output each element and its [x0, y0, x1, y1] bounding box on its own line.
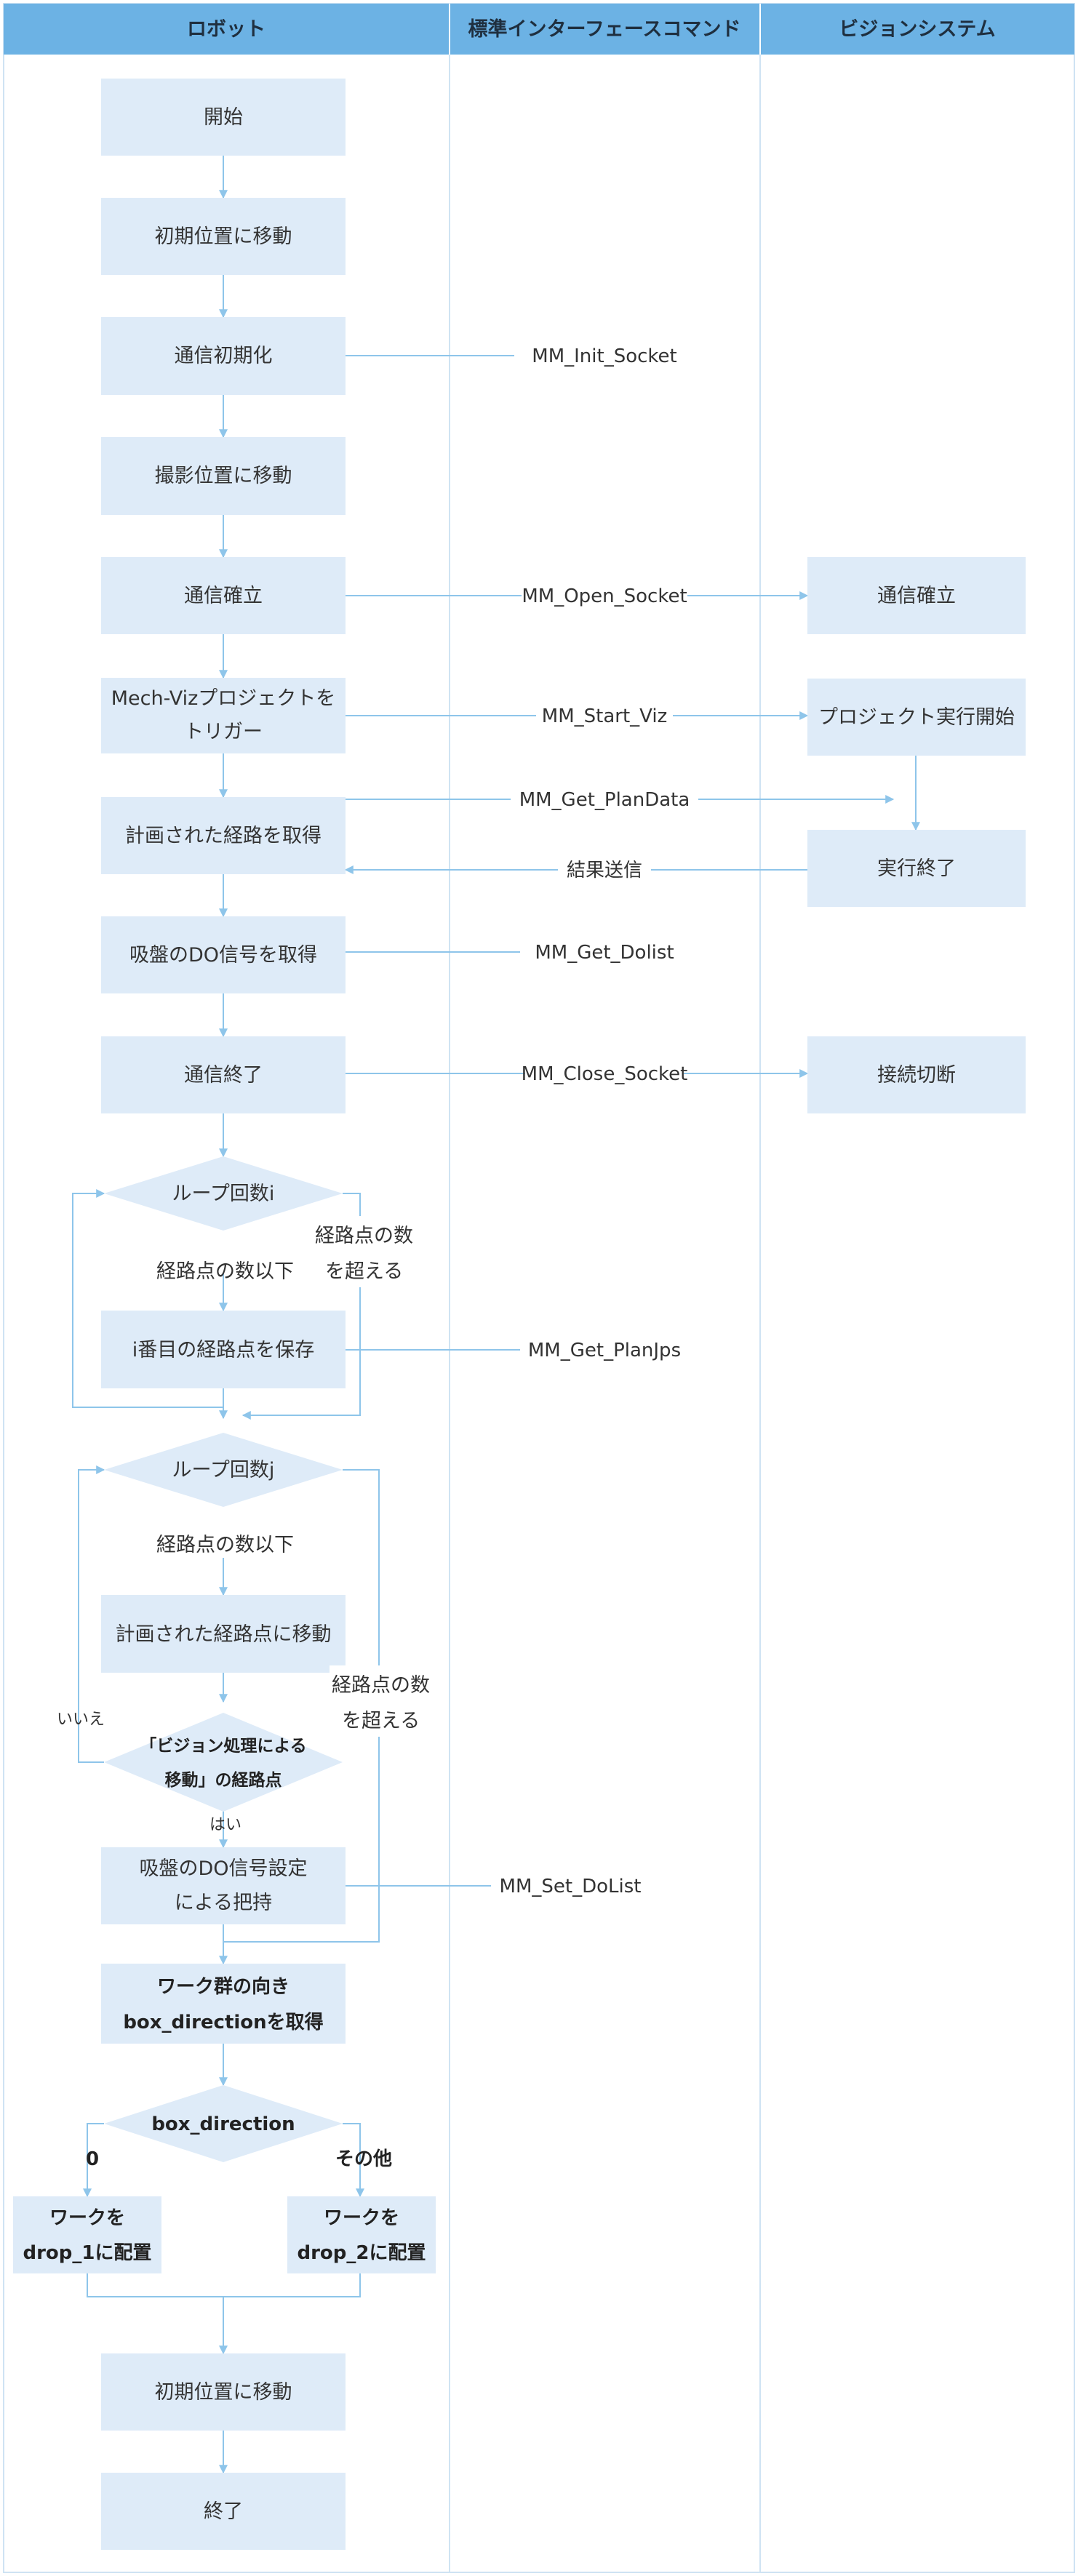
- text-get-do: 吸盤のDO信号を取得: [129, 944, 317, 967]
- lane-title-vision: ビジョンシステム: [839, 18, 995, 41]
- node-grip: [101, 1847, 346, 1924]
- text-vision-disconnect: 接続切断: [877, 1064, 956, 1087]
- text-move-point: 計画された経路点に移動: [116, 1623, 332, 1646]
- node-start: [101, 79, 346, 156]
- cmd-get-plandata: MM_Get_PlanData: [519, 789, 690, 811]
- text-loop-i: ループ回数i: [172, 1183, 275, 1205]
- text-vision-establish: 通信確立: [877, 585, 956, 607]
- text-get-path: 計画された経路を取得: [125, 825, 322, 847]
- robot-nodes: [13, 79, 436, 2550]
- node-vision-establish: [807, 557, 1026, 634]
- label-yes: はい: [209, 1816, 241, 1834]
- text-save-point: i番目の経路点を保存: [132, 1339, 315, 1361]
- node-move-point: [101, 1595, 346, 1673]
- node-loop-i: [104, 1156, 343, 1231]
- text-drop2-line1: ワークを: [324, 2207, 399, 2229]
- label-other: その他: [335, 2148, 392, 2170]
- label-no: いいえ: [57, 1711, 105, 1729]
- text-get-dir-line2: box_directionを取得: [123, 2012, 323, 2033]
- text-drop2-line2: drop_2に配置: [298, 2242, 426, 2264]
- text-move-initial: 初期位置に移動: [155, 225, 292, 248]
- text-start: 開始: [204, 106, 243, 129]
- text-trigger-viz-line2: トリガー: [184, 721, 263, 743]
- node-save-point: [101, 1311, 346, 1388]
- text-box-direction: box_direction: [151, 2113, 295, 2135]
- label-loop-i-le: 経路点の数以下: [156, 1260, 294, 1283]
- text-get-dir-line1: ワーク群の向き: [157, 1975, 290, 1998]
- header-bar: [4, 4, 1074, 55]
- node-move-initial: [101, 198, 346, 275]
- text-drop1-line2: drop_1に配置: [23, 2242, 152, 2264]
- node-trigger-viz: [101, 678, 346, 753]
- text-vision-done: 実行終了: [877, 857, 956, 880]
- text-drop1-line1: ワークを: [49, 2207, 125, 2229]
- node-get-do: [101, 916, 346, 993]
- text-loop-j: ループ回数j: [172, 1459, 275, 1481]
- node-get-path: [101, 797, 346, 874]
- label-loop-j-gt-line2: を超える: [342, 1710, 420, 1732]
- node-init-comm: [101, 317, 346, 395]
- text-end-comm: 通信終了: [184, 1064, 263, 1087]
- cmd-result-send: 結果送信: [567, 860, 642, 881]
- text-trigger-viz-line1: Mech-Vizプロジェクトを: [111, 687, 336, 710]
- text-vision-move-line1: 「ビジョン処理による: [140, 1736, 306, 1756]
- text-move-capture: 撮影位置に移動: [155, 465, 292, 487]
- label-loop-j-le: 経路点の数以下: [156, 1534, 294, 1556]
- text-vision-start: プロジェクト実行開始: [818, 706, 1015, 729]
- label-zero: 0: [86, 2148, 99, 2170]
- cmd-close-socket: MM_Close_Socket: [522, 1063, 688, 1085]
- node-vision-move: [104, 1713, 343, 1812]
- lane-title-interface: 標準インターフェースコマンド: [468, 17, 740, 41]
- node-vision-done: [807, 830, 1026, 907]
- text-vision-move-line2: 移動」の経路点: [165, 1770, 282, 1790]
- vision-nodes: [807, 557, 1026, 1113]
- node-get-dir: [101, 1964, 346, 2044]
- node-end: [101, 2473, 346, 2550]
- node-box-direction: [104, 2085, 343, 2162]
- text-init-comm: 通信初期化: [175, 345, 273, 367]
- cmd-get-dolist: MM_Get_Dolist: [535, 942, 674, 964]
- node-move-capture: [101, 437, 346, 515]
- text-end: 終了: [204, 2500, 243, 2523]
- cmd-get-planjps: MM_Get_PlanJps: [528, 1340, 681, 1361]
- lane-title-robot: ロボット: [187, 18, 265, 41]
- text-establish-comm: 通信確立: [184, 585, 263, 607]
- command-labels: MM_Init_Socket MM_Open_Socket MM_Start_V…: [492, 343, 698, 1898]
- label-loop-i-gt-line2: を超える: [325, 1260, 403, 1283]
- cmd-set-dolist: MM_Set_DoList: [500, 1876, 642, 1897]
- node-establish-comm: [101, 557, 346, 634]
- text-move-initial-2: 初期位置に移動: [155, 2381, 292, 2404]
- node-drop2: [287, 2196, 436, 2273]
- node-end-comm: [101, 1036, 346, 1113]
- cmd-start-viz: MM_Start_Viz: [542, 705, 667, 727]
- label-loop-j-gt-line1: 経路点の数: [332, 1674, 430, 1697]
- node-vision-disconnect: [807, 1036, 1026, 1113]
- text-grip-line1: 吸盤のDO信号設定: [139, 1857, 307, 1880]
- node-move-initial-2: [101, 2353, 346, 2431]
- cmd-open-socket: MM_Open_Socket: [522, 585, 687, 607]
- label-loop-i-gt-line1: 経路点の数: [315, 1225, 413, 1247]
- node-loop-j: [104, 1433, 343, 1507]
- text-grip-line2: による把持: [175, 1892, 272, 1914]
- branch-labels: 経路点の数以下 経路点の数 を超える 経路点の数以下 経路点の数 を超える いい…: [57, 1216, 431, 2170]
- node-drop1: [13, 2196, 161, 2273]
- cmd-init-socket: MM_Init_Socket: [532, 345, 676, 367]
- node-vision-start: [807, 679, 1026, 756]
